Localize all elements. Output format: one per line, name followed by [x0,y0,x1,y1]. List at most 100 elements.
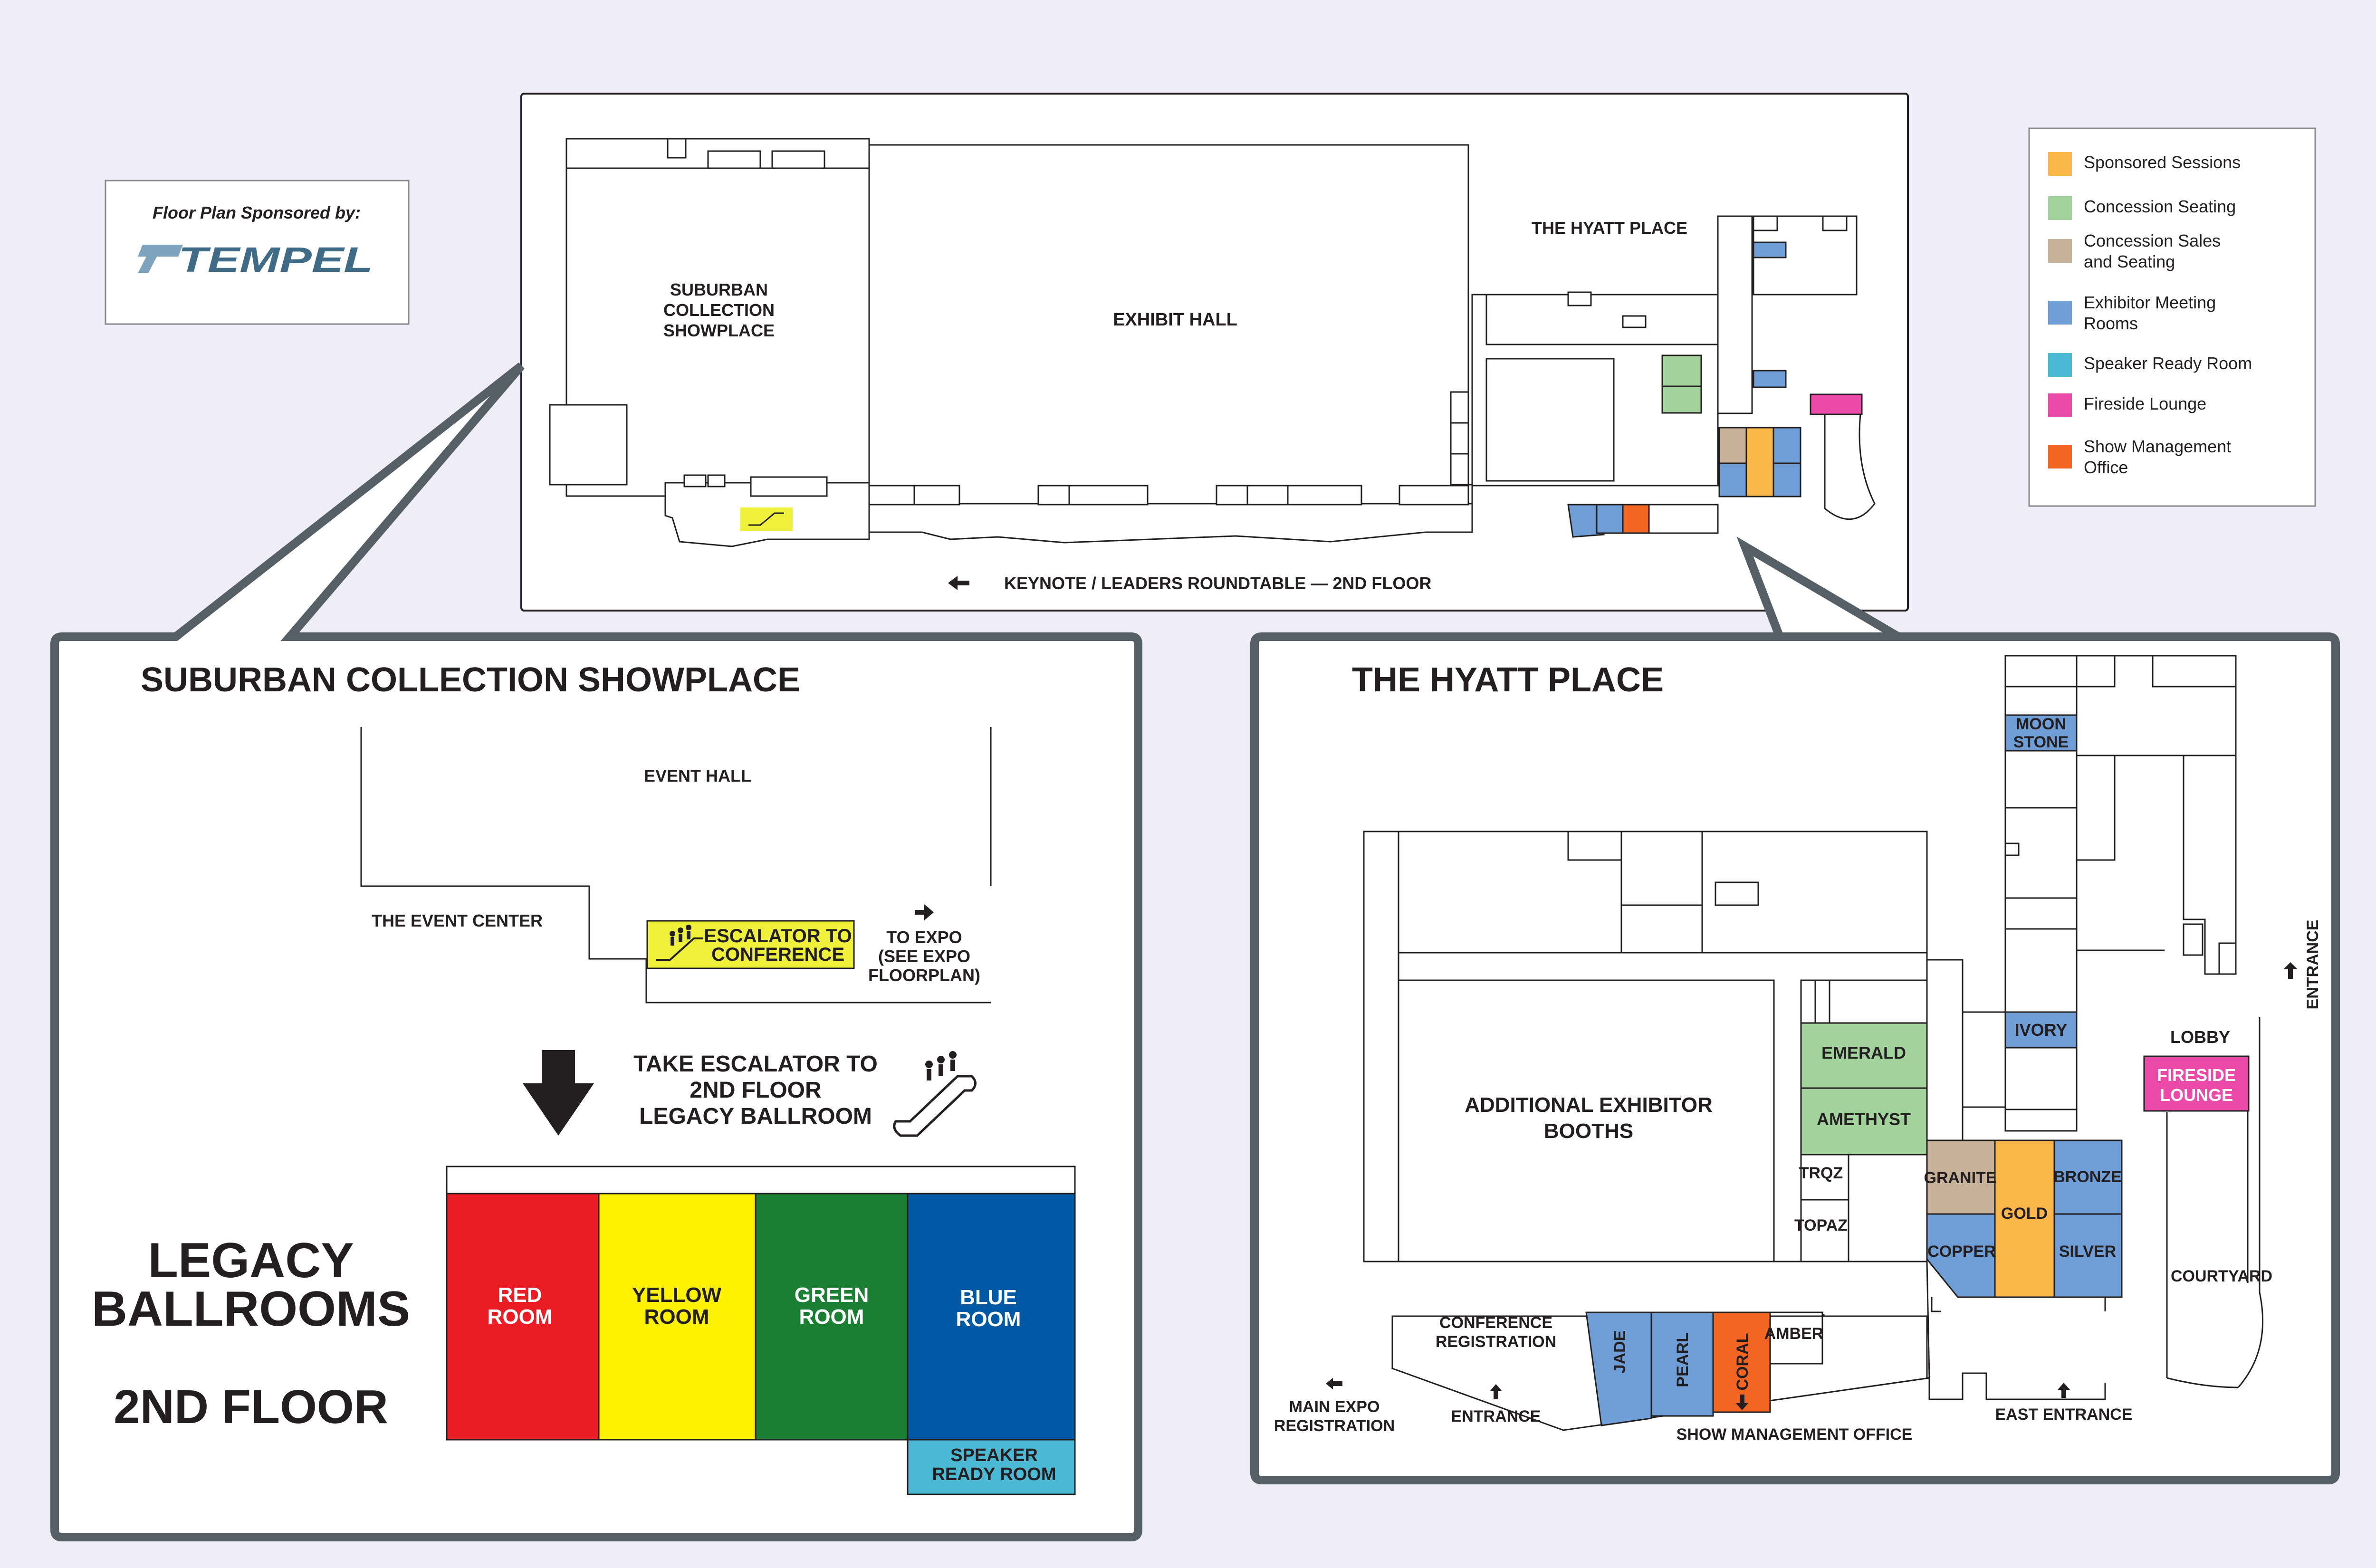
tempel-logo: TEMPEL [138,240,373,279]
legacy-line-1: LEGACY [148,1233,354,1288]
conference-reg-line-1: CONFERENCE [1439,1314,1552,1332]
overview-showplace-line-1: SUBURBAN [670,280,768,299]
legend-swatch-concession-seating [2048,196,2072,220]
event-hall-label: EVENT HALL [644,766,751,785]
legend-label-show-management: Show Management [2084,437,2231,456]
overview-labels: SUBURBAN COLLECTION SHOWPLACE EXHIBIT HA… [663,218,1687,593]
gold-room [1994,1139,2055,1298]
pearl-label: PEARL [1674,1332,1692,1387]
entrance-arrow-icon [1490,1384,1502,1399]
to-expo-line-2: (SEE EXPO [878,947,970,966]
sponsor-caption: Floor Plan Sponsored by: [153,203,361,222]
main-expo-line-2: REGISTRATION [1274,1417,1395,1435]
blue-room [907,1193,1076,1441]
lobby-label: LOBBY [2170,1027,2230,1047]
to-expo-line-3: FLOORPLAN) [868,966,980,985]
legend-label-fireside: Fireside Lounge [2084,394,2206,413]
fireside-line-2: LOUNGE [2160,1085,2233,1105]
entrance-side-label: ENTRANCE [2304,920,2322,1010]
hyatt-main-block [1363,831,1928,1262]
legacy-line-2: BALLROOMS [92,1281,410,1337]
sponsor-box: Floor Plan Sponsored by: TEMPEL [105,180,410,325]
main-expo-arrow-icon [1326,1378,1342,1389]
red-room-line-2: ROOM [488,1305,553,1329]
green-room [755,1193,909,1441]
overview-exhibit-hall-label: EXHIBIT HALL [1113,310,1237,330]
blue-room-line-1: BLUE [960,1286,1017,1309]
additional-line-2: BOOTHS [1544,1119,1633,1143]
take-escalator-line-3: LEGACY BALLROOM [639,1104,872,1129]
bronze-room [2053,1139,2123,1215]
copper-label: COPPER [1927,1243,1996,1261]
pearl-room [1650,1311,1714,1417]
yellow-room-line-2: ROOM [644,1305,709,1329]
legend-swatch-exhibitor-room [2048,301,2072,325]
showplace-panel-title: SUBURBAN COLLECTION SHOWPLACE [141,661,800,699]
red-room-line-1: RED [498,1283,542,1307]
entrance-label: ENTRANCE [1451,1407,1541,1425]
hyatt-tower [1962,655,2264,1388]
jade-label: JADE [1611,1330,1629,1374]
entrance-side-arrow-icon [2283,962,2298,979]
emerald-label: EMERALD [1821,1043,1906,1062]
legend-label-show-management: Office [2084,458,2128,477]
take-escalator-line-1: TAKE ESCALATOR TO [633,1052,878,1077]
yellow-room-line-1: YELLOW [632,1283,722,1307]
escalator-line-2: CONFERENCE [711,944,844,965]
down-arrow-icon [523,1050,594,1136]
legend-swatch-show-management [2048,445,2072,468]
overview-escalator-icon [748,512,784,526]
legend-frame [2028,127,2316,507]
speaker-ready-line-1: SPEAKER [950,1445,1038,1465]
hyatt-panel: THE HYATT PLACE [1250,536,2340,1484]
conference-reg-line-2: REGISTRATION [1436,1333,1556,1351]
legend-swatch-concession-sales [2048,239,2072,263]
amethyst-room [1800,1087,1928,1156]
green-room-line-2: ROOM [799,1305,864,1329]
speaker-ready-line-2: READY ROOM [932,1464,1056,1484]
legend-label-concession-sales: Concession Sales [2084,231,2221,250]
legend-label-concession-seating: Concession Seating [2084,197,2236,216]
courtyard-label: COURTYARD [2171,1267,2272,1285]
tempel-logo-mark-icon [138,245,183,273]
gold-label: GOLD [2001,1205,2048,1223]
hyatt-bottom-rooms [1391,1311,1930,1431]
show-mgmt-arrow-icon [1736,1395,1748,1410]
coral-label: CORAL [1734,1333,1752,1391]
blue-room-line-2: ROOM [956,1308,1021,1331]
legend-swatch-speaker-ready [2048,353,2072,377]
take-escalator-line-2: 2ND FLOOR [690,1078,821,1103]
silver-label: SILVER [2059,1243,2116,1261]
green-room-line-1: GREEN [795,1283,869,1307]
overview-exhibit-hall [868,144,1473,544]
legend-label-exhibitor-room: Rooms [2084,314,2138,333]
showplace-panel: SUBURBAN COLLECTION SHOWPLACE EVENT HALL… [50,362,1142,1541]
legacy-ballrooms: RED ROOM YELLOW ROOM GREEN ROOM BLUE ROO… [446,1166,1076,1495]
yellow-room [598,1193,757,1441]
east-entrance-arrow-icon [2058,1383,2070,1398]
fireside-line-1: FIRESIDE [2157,1065,2236,1085]
speaker-ready-room [907,1439,1076,1495]
legend-swatch-fireside [2048,393,2072,417]
overview-map: SUBURBAN COLLECTION SHOWPLACE EXHIBIT HA… [520,93,1909,612]
to-expo-line-1: TO EXPO [886,927,962,947]
escalator-line-1: ESCALATOR TO [704,926,852,947]
overview-show-management [1622,504,1650,534]
keynote-label: KEYNOTE / LEADERS ROUNDTABLE — 2ND FLOOR [1004,574,1431,593]
amethyst-label: AMETHYST [1817,1109,1911,1129]
to-expo-arrow-icon [915,904,934,920]
escalator-large-icon [893,1051,977,1137]
second-floor-label: 2ND FLOOR [114,1380,388,1434]
granite-label: GRANITE [1924,1169,1997,1187]
trqz-label: TRQZ [1799,1164,1843,1182]
overview-showplace-line-2: COLLECTION [663,300,775,320]
main-expo-line-1: MAIN EXPO [1289,1398,1380,1416]
tempel-logo-text: TEMPEL [178,240,373,279]
overview-concession-seating [1661,354,1702,387]
additional-line-1: ADDITIONAL EXHIBITOR [1465,1093,1713,1117]
hyatt-color-rooms [1926,1139,2123,1378]
legend-label-concession-sales: and Seating [2084,252,2175,271]
silver-room [2053,1213,2123,1298]
